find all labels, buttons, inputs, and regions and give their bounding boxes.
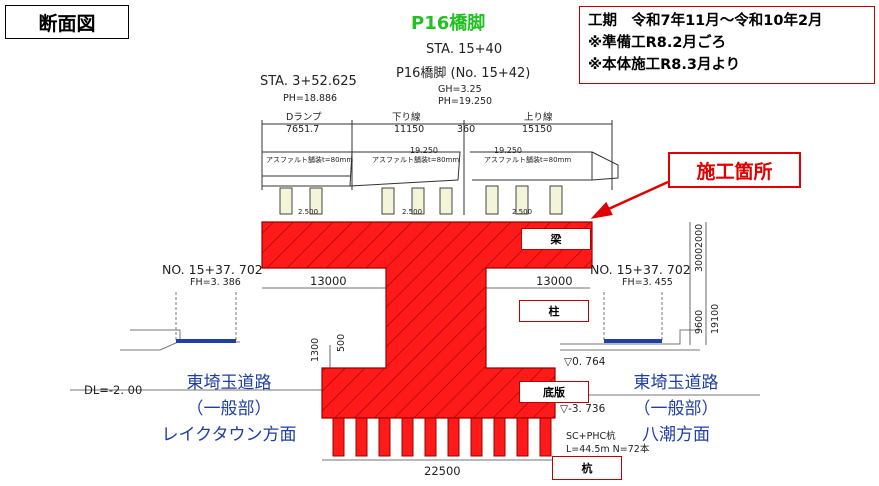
section-title: 断面図	[5, 5, 129, 39]
dim-gap: 360	[457, 124, 476, 135]
sta-center: STA. 15+40	[426, 42, 503, 57]
ramp-label: Dランプ	[286, 112, 322, 123]
fh-left: FH=3. 386	[190, 277, 241, 288]
schedule-box: 工期 令和7年11月～令和10年2月 ※準備工R8.2月ごろ ※本体施工R8.3…	[579, 6, 875, 84]
down-line-label: 下り線	[392, 112, 421, 123]
level-0764: ▽0. 764	[564, 356, 606, 368]
road-surface-left	[176, 339, 236, 343]
ph-left: PH=18.886	[283, 93, 338, 104]
road-left-name: 東埼玉道路	[186, 373, 272, 393]
beam-tag: 梁	[521, 228, 591, 250]
road-right-direction: 八潮方面	[642, 425, 710, 445]
callout-arrow	[590, 180, 669, 219]
base-width: 22500	[424, 464, 461, 478]
dim-down: 11150	[394, 124, 425, 135]
road-label-right: 東埼玉道路 （一般部） 八潮方面	[596, 370, 756, 448]
dim-9600: 9600	[694, 309, 705, 334]
span-right: 13000	[536, 274, 573, 288]
road-left-type: （一般部）	[186, 399, 272, 419]
dim-up: 15150	[522, 124, 553, 135]
ground-lines	[70, 292, 760, 396]
road-surface-right	[604, 339, 662, 343]
dim-top-left: 2.500	[298, 208, 319, 216]
station-left: NO. 15+37. 702	[162, 262, 263, 277]
dim-3000: 3000	[694, 247, 705, 272]
dim-2000: 2000	[694, 223, 705, 248]
asphalt-right: アスファルト舗装t=80mm	[484, 156, 572, 164]
dim-top-right: 2.500	[512, 208, 533, 216]
road-right-type: （一般部）	[633, 399, 719, 419]
sta-left: STA. 3+52.625	[260, 74, 357, 89]
ph-center: PH=19.250	[438, 96, 493, 107]
station-right: NO. 15+37. 702	[590, 262, 691, 277]
pier-number: P16橋脚 (No. 15+42)	[396, 66, 531, 81]
span-left: 13000	[310, 274, 347, 288]
asphalt-mid: アスファルト舗装t=80mm	[372, 156, 460, 164]
dim-19100: 19100	[710, 303, 721, 334]
road-label-left: 東埼玉道路 （一般部） レイクタウン方面	[144, 370, 314, 448]
design-level: DL=-2. 00	[84, 383, 143, 397]
schedule-main-work: ※本体施工R8.3月より	[588, 57, 741, 73]
construction-site-callout: 施工箇所	[668, 152, 801, 188]
level-3736: ▽-3. 736	[560, 403, 606, 415]
dim-1300: 1300	[310, 337, 321, 362]
fh-right: FH=3. 455	[622, 277, 673, 288]
girders	[279, 185, 563, 215]
schedule-preparation: ※準備工R8.2月ごろ	[588, 35, 726, 51]
pier-title: P16橋脚	[411, 13, 486, 34]
dimension-lines	[262, 222, 707, 461]
road-left-direction: レイクタウン方面	[161, 425, 297, 445]
dim-top-mid: 2.500	[402, 208, 423, 216]
elev-right: 19.250	[494, 146, 522, 155]
schedule-period: 工期 令和7年11月～令和10年2月	[588, 13, 823, 29]
piles	[332, 417, 552, 457]
pile-length: L=44.5m N=72本	[566, 444, 650, 455]
elev-mid: 19.250	[410, 146, 438, 155]
up-line-label: 上り線	[524, 112, 553, 123]
road-right-name: 東埼玉道路	[633, 373, 719, 393]
column-tag: 柱	[519, 300, 589, 322]
bridge-decks	[261, 120, 619, 215]
pile-tag: 杭	[552, 456, 622, 480]
dim-500: 500	[336, 333, 347, 352]
dim-ramp: 7651.7	[286, 124, 320, 135]
footing-tag: 底版	[519, 381, 589, 403]
pile-spec: SC+PHC杭	[566, 431, 616, 442]
asphalt-left: アスファルト舗装t=80mm	[266, 156, 354, 164]
gh-value: GH=3.25	[438, 84, 482, 95]
pier-body	[261, 221, 593, 419]
